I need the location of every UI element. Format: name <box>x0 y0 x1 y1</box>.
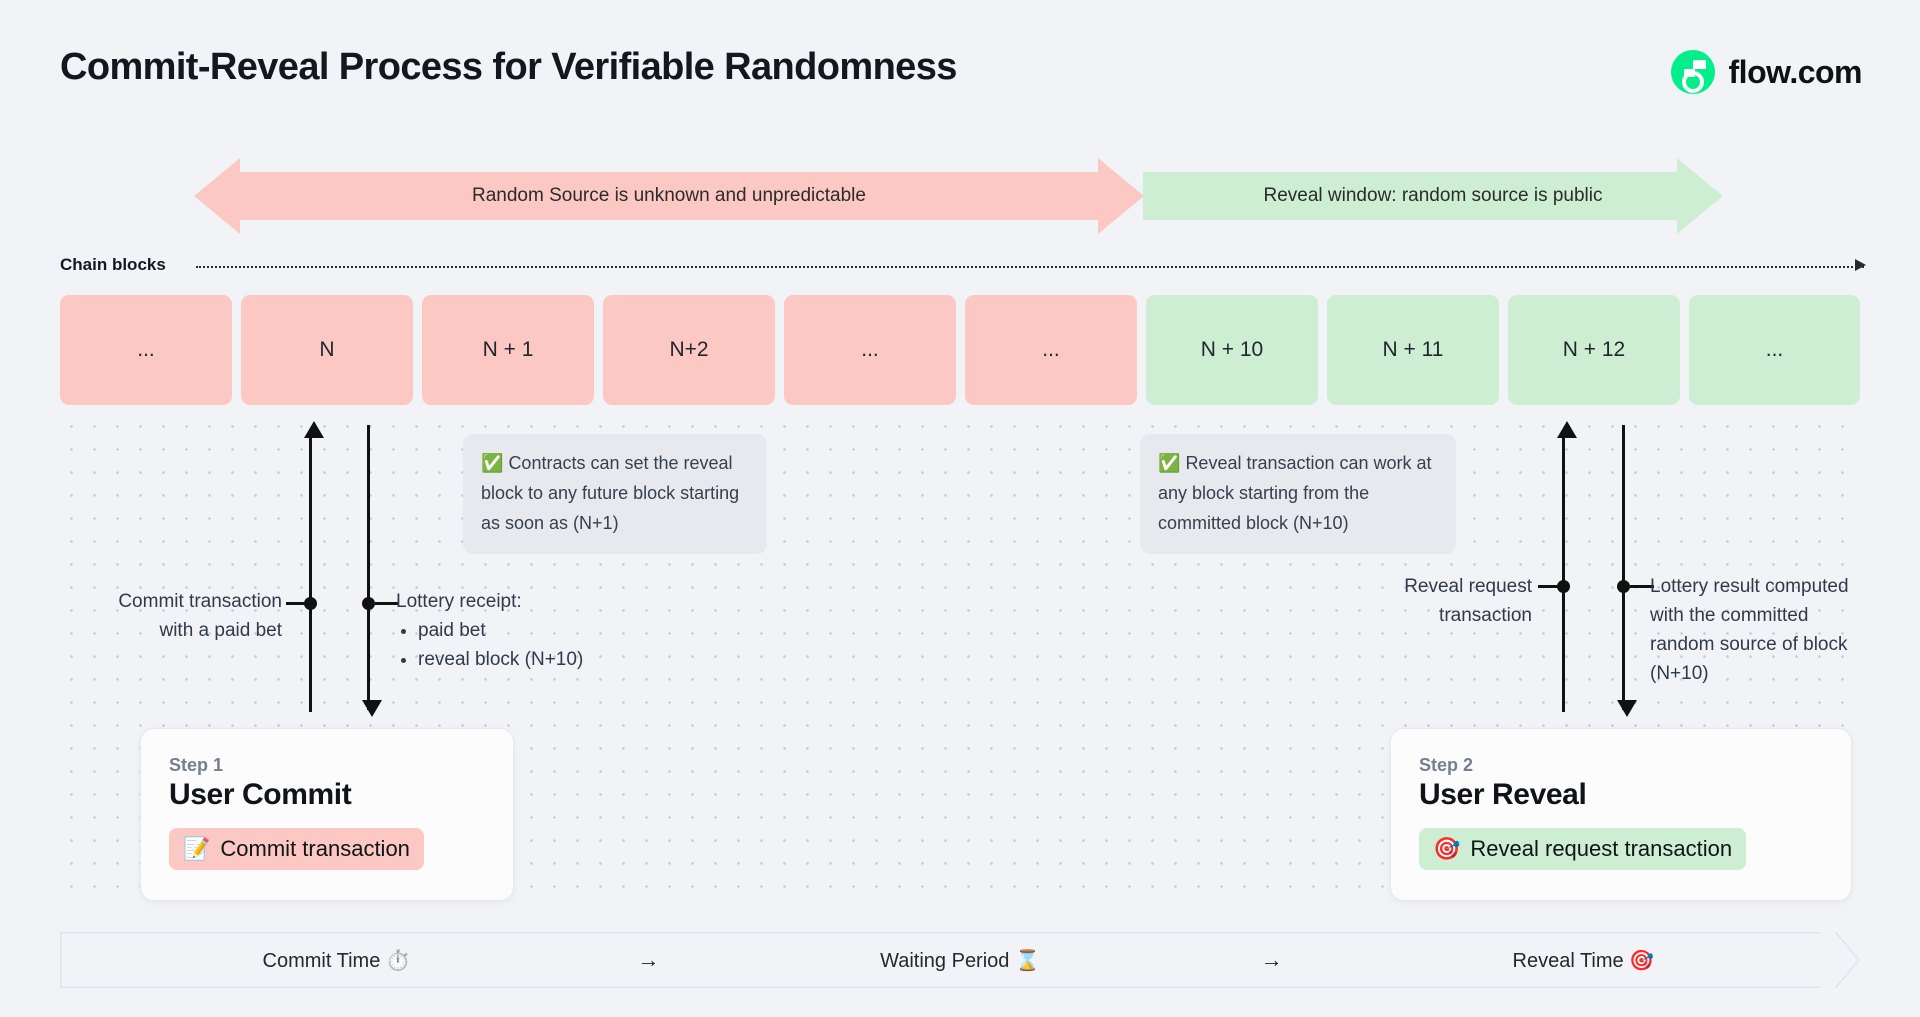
direct-hit-emoji-icon: 🎯 <box>1629 949 1655 972</box>
annotation-line: Commit transaction <box>118 591 282 612</box>
stopwatch-emoji-icon: ⏱️ <box>385 949 411 972</box>
chain-block[interactable]: ... <box>60 295 232 405</box>
step-label: Step 1 <box>169 755 224 775</box>
callout-reveal-transaction-window: ✅ Reveal transaction can work at any blo… <box>1140 434 1456 554</box>
result-axis-down-line <box>1622 425 1625 710</box>
chain-block[interactable]: N <box>241 295 413 405</box>
pill-label: Reveal request transaction <box>1470 836 1733 861</box>
lottery-receipt-list: paid bet reveal block (N+10) <box>396 616 676 674</box>
callout-contracts-reveal-block: ✅ Contracts can set the reveal block to … <box>463 434 767 554</box>
hourglass-emoji-icon: ⌛ <box>1014 949 1040 972</box>
chain-arrow-head-icon <box>1855 259 1866 271</box>
chain-block[interactable]: N+2 <box>603 295 775 405</box>
annotation-line: transaction <box>1439 605 1532 626</box>
step-card-user-commit[interactable]: Step 1 User Commit 📝 Commit transaction <box>140 728 514 901</box>
timeline-bar: Commit Time ⏱️ → Waiting Period ⌛ → Reve… <box>60 932 1860 988</box>
list-item: reveal block (N+10) <box>418 645 676 674</box>
timeline-separator: → <box>1260 947 1283 972</box>
chain-block[interactable]: ... <box>965 295 1137 405</box>
chain-block[interactable]: ... <box>784 295 956 405</box>
step-title: User Commit <box>169 778 352 811</box>
commit-axis-stub <box>286 602 312 605</box>
reveal-request-transaction-pill[interactable]: 🎯 Reveal request transaction <box>1419 828 1747 870</box>
step-label: Step 2 <box>1419 755 1474 775</box>
timeline-arrow-shape-icon <box>60 932 1860 988</box>
phase-label: Reveal Time <box>1512 949 1624 972</box>
double-arrow-shape-icon <box>194 158 1144 234</box>
timeline-phases: Commit Time ⏱️ → Waiting Period ⌛ → Reve… <box>60 932 1860 988</box>
commit-transaction-pill[interactable]: 📝 Commit transaction <box>169 828 424 870</box>
banner-label: Random Source is unknown and unpredictab… <box>472 185 866 206</box>
chain-dotted-line <box>196 266 1864 270</box>
callout-text: Reveal transaction can work at any block… <box>1158 453 1432 533</box>
phase-banner-row: Random Source is unknown and unpredictab… <box>0 158 1920 234</box>
commit-axis-up-line <box>309 434 312 712</box>
page-title: Commit-Reveal Process for Verifiable Ran… <box>60 46 957 88</box>
annotation-commit-transaction: Commit transaction with a paid bet <box>60 587 282 645</box>
callout-text: Contracts can set the reveal block to an… <box>481 453 740 533</box>
brand-name: flow.com <box>1728 53 1863 90</box>
chain-block-row: ... N N + 1 N+2 ... ... N + 10 N + 11 N … <box>60 295 1860 405</box>
annotation-lottery-result: Lottery result computed with the committ… <box>1650 576 1849 684</box>
list-item: paid bet <box>418 616 676 645</box>
flow-logo-icon <box>1670 50 1715 94</box>
timeline-separator: → <box>637 947 660 972</box>
chain-block[interactable]: ... <box>1689 295 1860 405</box>
receipt-axis-node <box>362 597 375 610</box>
result-axis-stub <box>1630 585 1654 588</box>
step-title: User Reveal <box>1419 778 1587 811</box>
phase-label: Waiting Period <box>880 949 1010 972</box>
annotation-title: Lottery receipt: <box>396 591 522 612</box>
receipt-axis-down-line <box>367 425 370 710</box>
reveal-axis-up-arrowhead-icon <box>1557 421 1577 438</box>
chain-block[interactable]: N + 10 <box>1146 295 1318 405</box>
memo-emoji-icon: 📝 <box>183 836 211 861</box>
check-mark-button-emoji-icon: ✅ <box>1158 453 1181 473</box>
annotation-lottery-receipt: Lottery receipt: paid bet reveal block (… <box>396 587 676 674</box>
banner-random-unknown: Random Source is unknown and unpredictab… <box>194 158 1144 234</box>
brand-logo: flow.com <box>1670 50 1863 94</box>
pill-label: Commit transaction <box>220 836 410 861</box>
chain-blocks-label: Chain blocks <box>60 255 166 274</box>
receipt-axis-down-arrowhead-icon <box>362 700 382 717</box>
reveal-axis-up-line <box>1562 434 1565 712</box>
commit-axis-up-arrowhead-icon <box>304 421 324 438</box>
timeline-phase-waiting: Waiting Period ⌛ <box>683 948 1236 973</box>
result-axis-down-arrowhead-icon <box>1617 700 1637 717</box>
annotation-reveal-request: Reveal request transaction <box>1310 572 1532 630</box>
chain-block[interactable]: N + 12 <box>1508 295 1680 405</box>
timeline-phase-reveal: Reveal Time 🎯 <box>1307 948 1860 973</box>
direct-hit-emoji-icon: 🎯 <box>1433 836 1461 861</box>
check-mark-button-emoji-icon: ✅ <box>481 453 504 473</box>
chain-block[interactable]: N + 1 <box>422 295 594 405</box>
step-card-user-reveal[interactable]: Step 2 User Reveal 🎯 Reveal request tran… <box>1390 728 1852 901</box>
right-arrow-shape-icon <box>1143 158 1723 234</box>
chain-block[interactable]: N + 11 <box>1327 295 1499 405</box>
phase-label: Commit Time <box>262 949 381 972</box>
banner-label: Reveal window: random source is public <box>1263 185 1603 206</box>
annotation-line: with a paid bet <box>159 620 282 641</box>
annotation-line: Reveal request <box>1404 576 1532 597</box>
banner-reveal-window: Reveal window: random source is public <box>1143 158 1723 234</box>
timeline-phase-commit: Commit Time ⏱️ <box>60 948 613 973</box>
receipt-axis-stub <box>375 602 399 605</box>
result-axis-node <box>1617 580 1630 593</box>
reveal-axis-stub <box>1538 585 1564 588</box>
